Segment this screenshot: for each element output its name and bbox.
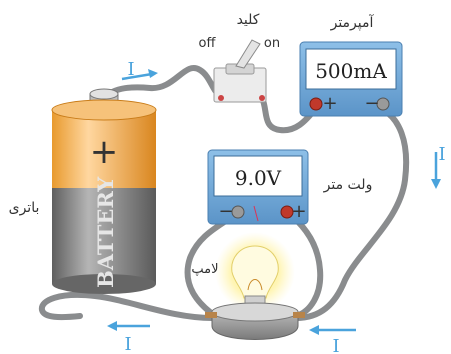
lamp-label: لامپ <box>191 262 218 277</box>
lamp <box>205 232 305 340</box>
voltmeter-minus-terminal <box>231 205 245 219</box>
ammeter-minus-sign: − <box>364 93 379 114</box>
battery: + BATTERY <box>51 88 157 294</box>
voltmeter-minus-sign: − <box>218 201 233 222</box>
ammeter: 500mA + − <box>299 41 403 117</box>
ammeter-minus-terminal <box>376 97 390 111</box>
battery-label: باتری <box>9 200 40 216</box>
voltmeter-reading: 9.0V <box>235 166 282 190</box>
ammeter-label: آمپرمتر <box>330 14 375 31</box>
battery-text: BATTERY <box>93 176 118 288</box>
current-symbol-right: I <box>438 144 445 165</box>
current-symbol-bottom-right: I <box>332 336 339 354</box>
switch-off-label: off <box>199 36 217 51</box>
wire-switch-to-ammeter <box>259 95 319 134</box>
voltmeter-needle <box>253 205 259 222</box>
current-symbol-bottom-left: I <box>124 334 131 354</box>
voltmeter-plus-terminal <box>280 205 294 219</box>
switch-label: کلید <box>237 12 260 28</box>
current-symbol-top: I <box>127 59 134 80</box>
ammeter-reading: 500mA <box>315 59 387 83</box>
voltmeter-plus-sign: + <box>291 201 306 222</box>
ammeter-plus-terminal <box>309 97 323 111</box>
voltmeter-label: ولت متر <box>323 177 373 193</box>
current-arrow-top <box>121 72 153 81</box>
switch <box>213 39 267 103</box>
switch-on-label: on <box>264 36 280 51</box>
wire-battery-to-switch <box>101 65 223 103</box>
wire-ammeter-to-lamp <box>293 107 410 321</box>
voltmeter: 9.0V − + <box>207 149 309 225</box>
ammeter-plus-sign: + <box>322 93 337 114</box>
wire-lamp-to-battery <box>38 292 215 321</box>
battery-plus-sign: + <box>90 132 119 172</box>
current-arrows <box>107 69 441 335</box>
